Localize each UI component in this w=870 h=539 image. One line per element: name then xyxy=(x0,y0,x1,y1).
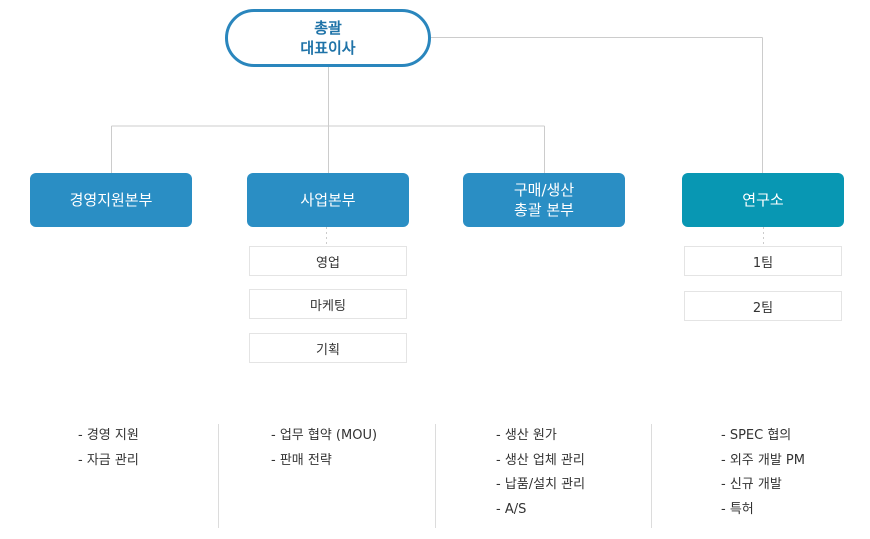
sub-unit-team-1: 1팀 xyxy=(684,246,842,276)
sub-unit-label: 기획 xyxy=(316,342,340,358)
division-label-line1: 구매/생산 xyxy=(513,181,575,199)
description-purchasing-production: 생산 원가 생산 업체 관리 납품/설치 관리 A/S xyxy=(435,424,651,528)
division-label-line2: 총괄 본부 xyxy=(514,201,574,219)
ceo-title-line1: 총괄 xyxy=(314,19,342,37)
description-item: 납품/설치 관리 xyxy=(496,473,651,498)
description-research-lab: SPEC 협의 외주 개발 PM 신규 개발 특허 xyxy=(651,424,867,528)
ceo-box: 총괄 대표이사 xyxy=(225,9,431,67)
description-item: 판매 전략 xyxy=(271,449,434,474)
sub-unit-label: 마케팅 xyxy=(310,298,346,314)
sub-unit-planning: 기획 xyxy=(249,333,407,363)
division-purchasing-production: 구매/생산 총괄 본부 xyxy=(463,173,625,227)
description-business: 업무 협약 (MOU) 판매 전략 xyxy=(218,424,434,528)
sub-unit-label: 영업 xyxy=(316,255,340,271)
description-item: 생산 원가 xyxy=(496,424,651,449)
sub-unit-sales: 영업 xyxy=(249,246,407,276)
description-item: 외주 개발 PM xyxy=(721,449,867,474)
description-item: SPEC 협의 xyxy=(721,424,867,449)
sub-unit-team-2: 2팀 xyxy=(684,291,842,321)
division-label: 연구소 xyxy=(742,191,784,209)
sub-unit-label: 1팀 xyxy=(752,255,774,271)
description-item: A/S xyxy=(496,498,651,523)
sub-unit-label: 2팀 xyxy=(752,300,774,316)
description-item: 특허 xyxy=(721,498,867,523)
ceo-title-line2: 대표이사 xyxy=(300,39,356,57)
description-item: 자금 관리 xyxy=(78,449,219,474)
division-label: 경영지원본부 xyxy=(69,191,153,209)
division-business: 사업본부 xyxy=(247,173,409,227)
description-item: 경영 지원 xyxy=(78,424,219,449)
division-research-lab: 연구소 xyxy=(682,173,844,227)
sub-unit-marketing: 마케팅 xyxy=(249,289,407,319)
division-label: 사업본부 xyxy=(300,191,356,209)
division-management-support: 경영지원본부 xyxy=(30,173,192,227)
description-item: 업무 협약 (MOU) xyxy=(271,424,434,449)
description-item: 생산 업체 관리 xyxy=(496,449,651,474)
description-item: 신규 개발 xyxy=(721,473,867,498)
description-management-support: 경영 지원 자금 관리 xyxy=(3,424,219,528)
